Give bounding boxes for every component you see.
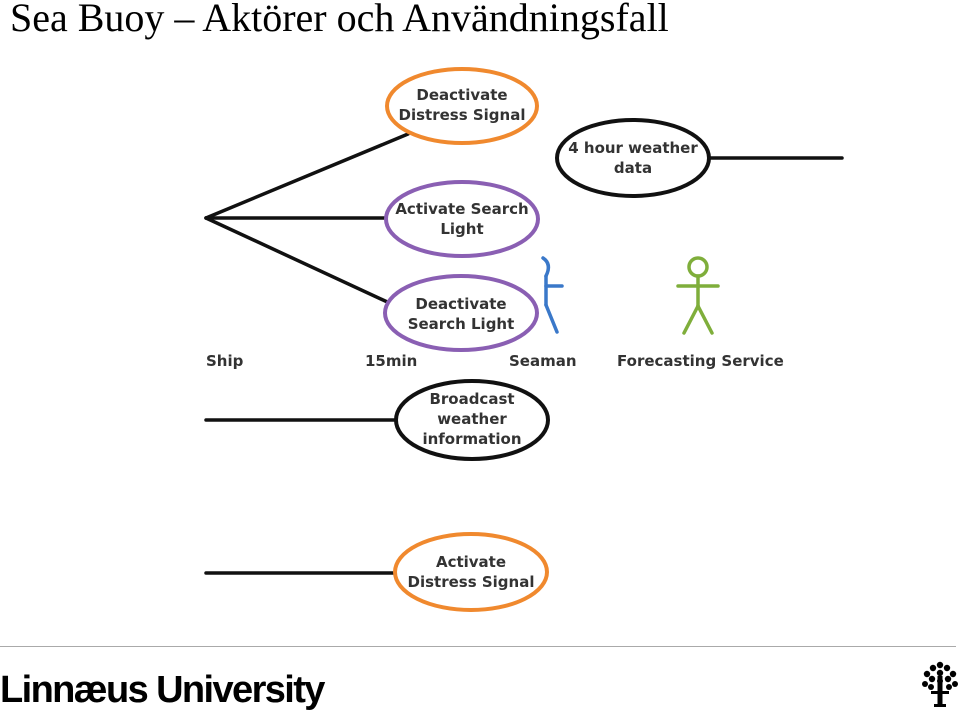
uc-label-line-3: information xyxy=(422,430,521,448)
tree-icon xyxy=(922,661,958,707)
use-case-weather-data: 4 hour weather data xyxy=(555,118,711,198)
uc-label-line-2: weather xyxy=(437,410,507,428)
uc-label-line-2: Light xyxy=(440,220,483,238)
use-case-deactivate-search-light: Deactivate Search Light xyxy=(383,274,539,352)
uc-label-line-2: Search Light xyxy=(408,315,515,333)
uc-label-line-2: Distress Signal xyxy=(399,106,526,124)
use-case-broadcast-weather-information: Broadcast weather information xyxy=(394,379,550,461)
forecasting-actor-icon xyxy=(676,256,720,335)
slide-title: Sea Buoy – Aktörer och Användningsfall xyxy=(10,0,669,40)
use-case-deactivate-distress-signal: Deactivate Distress Signal xyxy=(385,67,539,145)
uc-label-line-1: Broadcast xyxy=(429,390,514,408)
association-lines xyxy=(204,132,844,575)
actor-label-forecasting-service: Forecasting Service xyxy=(617,352,784,370)
actor-label-15min: 15min xyxy=(365,352,417,370)
university-wordmark: Linnæus University xyxy=(0,669,325,711)
uc-label-line-1: 4 hour weather xyxy=(568,139,698,157)
use-case-diagram: Deactivate Distress Signal 4 hour weathe… xyxy=(204,67,844,612)
footer-divider xyxy=(0,646,956,647)
use-case-activate-distress-signal: Activate Distress Signal xyxy=(393,532,549,612)
uc-label-line-2: Distress Signal xyxy=(408,573,535,591)
actor-label-ship: Ship xyxy=(206,352,244,370)
uc-label-line-2: data xyxy=(614,159,652,177)
uc-label-line-1: Activate Search xyxy=(395,200,528,218)
use-case-activate-search-light: Activate Search Light xyxy=(384,180,540,258)
line-ship-deactivate-search-light xyxy=(204,216,398,308)
actor-label-seaman: Seaman xyxy=(509,352,577,370)
uc-label-line-1: Activate xyxy=(436,553,506,571)
seaman-actor-icon xyxy=(541,256,564,334)
line-ship-deactivate-distress xyxy=(204,132,410,220)
uc-label-line-1: Deactivate xyxy=(415,295,506,313)
uc-label-line-1: Deactivate xyxy=(416,86,507,104)
